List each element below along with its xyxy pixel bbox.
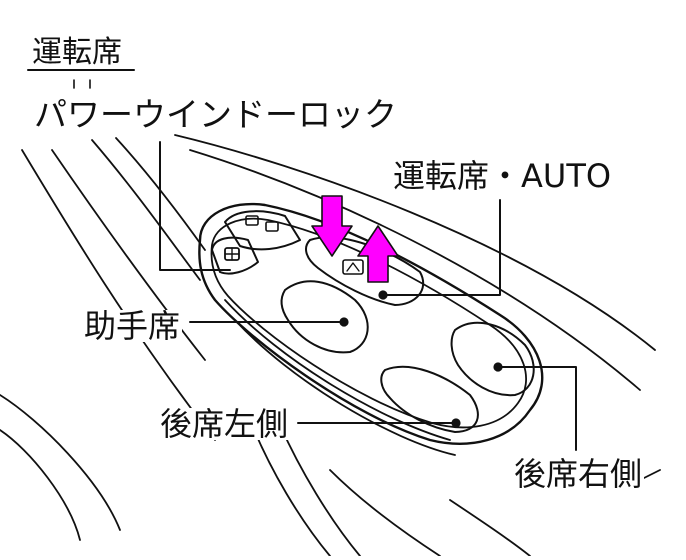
up-down-arrows-icon bbox=[311, 195, 399, 283]
label-window-lock: パワーウインドーロック bbox=[32, 95, 399, 134]
leader-lines bbox=[159, 141, 577, 451]
label-passenger: 助手席 bbox=[82, 307, 183, 345]
label-driver-auto: 運転席・AUTO bbox=[391, 157, 614, 195]
leader-rear-right bbox=[497, 366, 577, 451]
passenger-window-switch[interactable] bbox=[280, 280, 369, 354]
leader-window-lock bbox=[159, 141, 231, 271]
leader-driver bbox=[382, 199, 501, 296]
window-lock-switch[interactable] bbox=[211, 210, 301, 275]
section-title: 運転席 bbox=[32, 35, 122, 70]
label-rear-right: 後席右側 bbox=[512, 455, 645, 493]
label-rear-left: 後席左側 bbox=[158, 405, 291, 443]
auto-window-icon bbox=[342, 259, 364, 275]
